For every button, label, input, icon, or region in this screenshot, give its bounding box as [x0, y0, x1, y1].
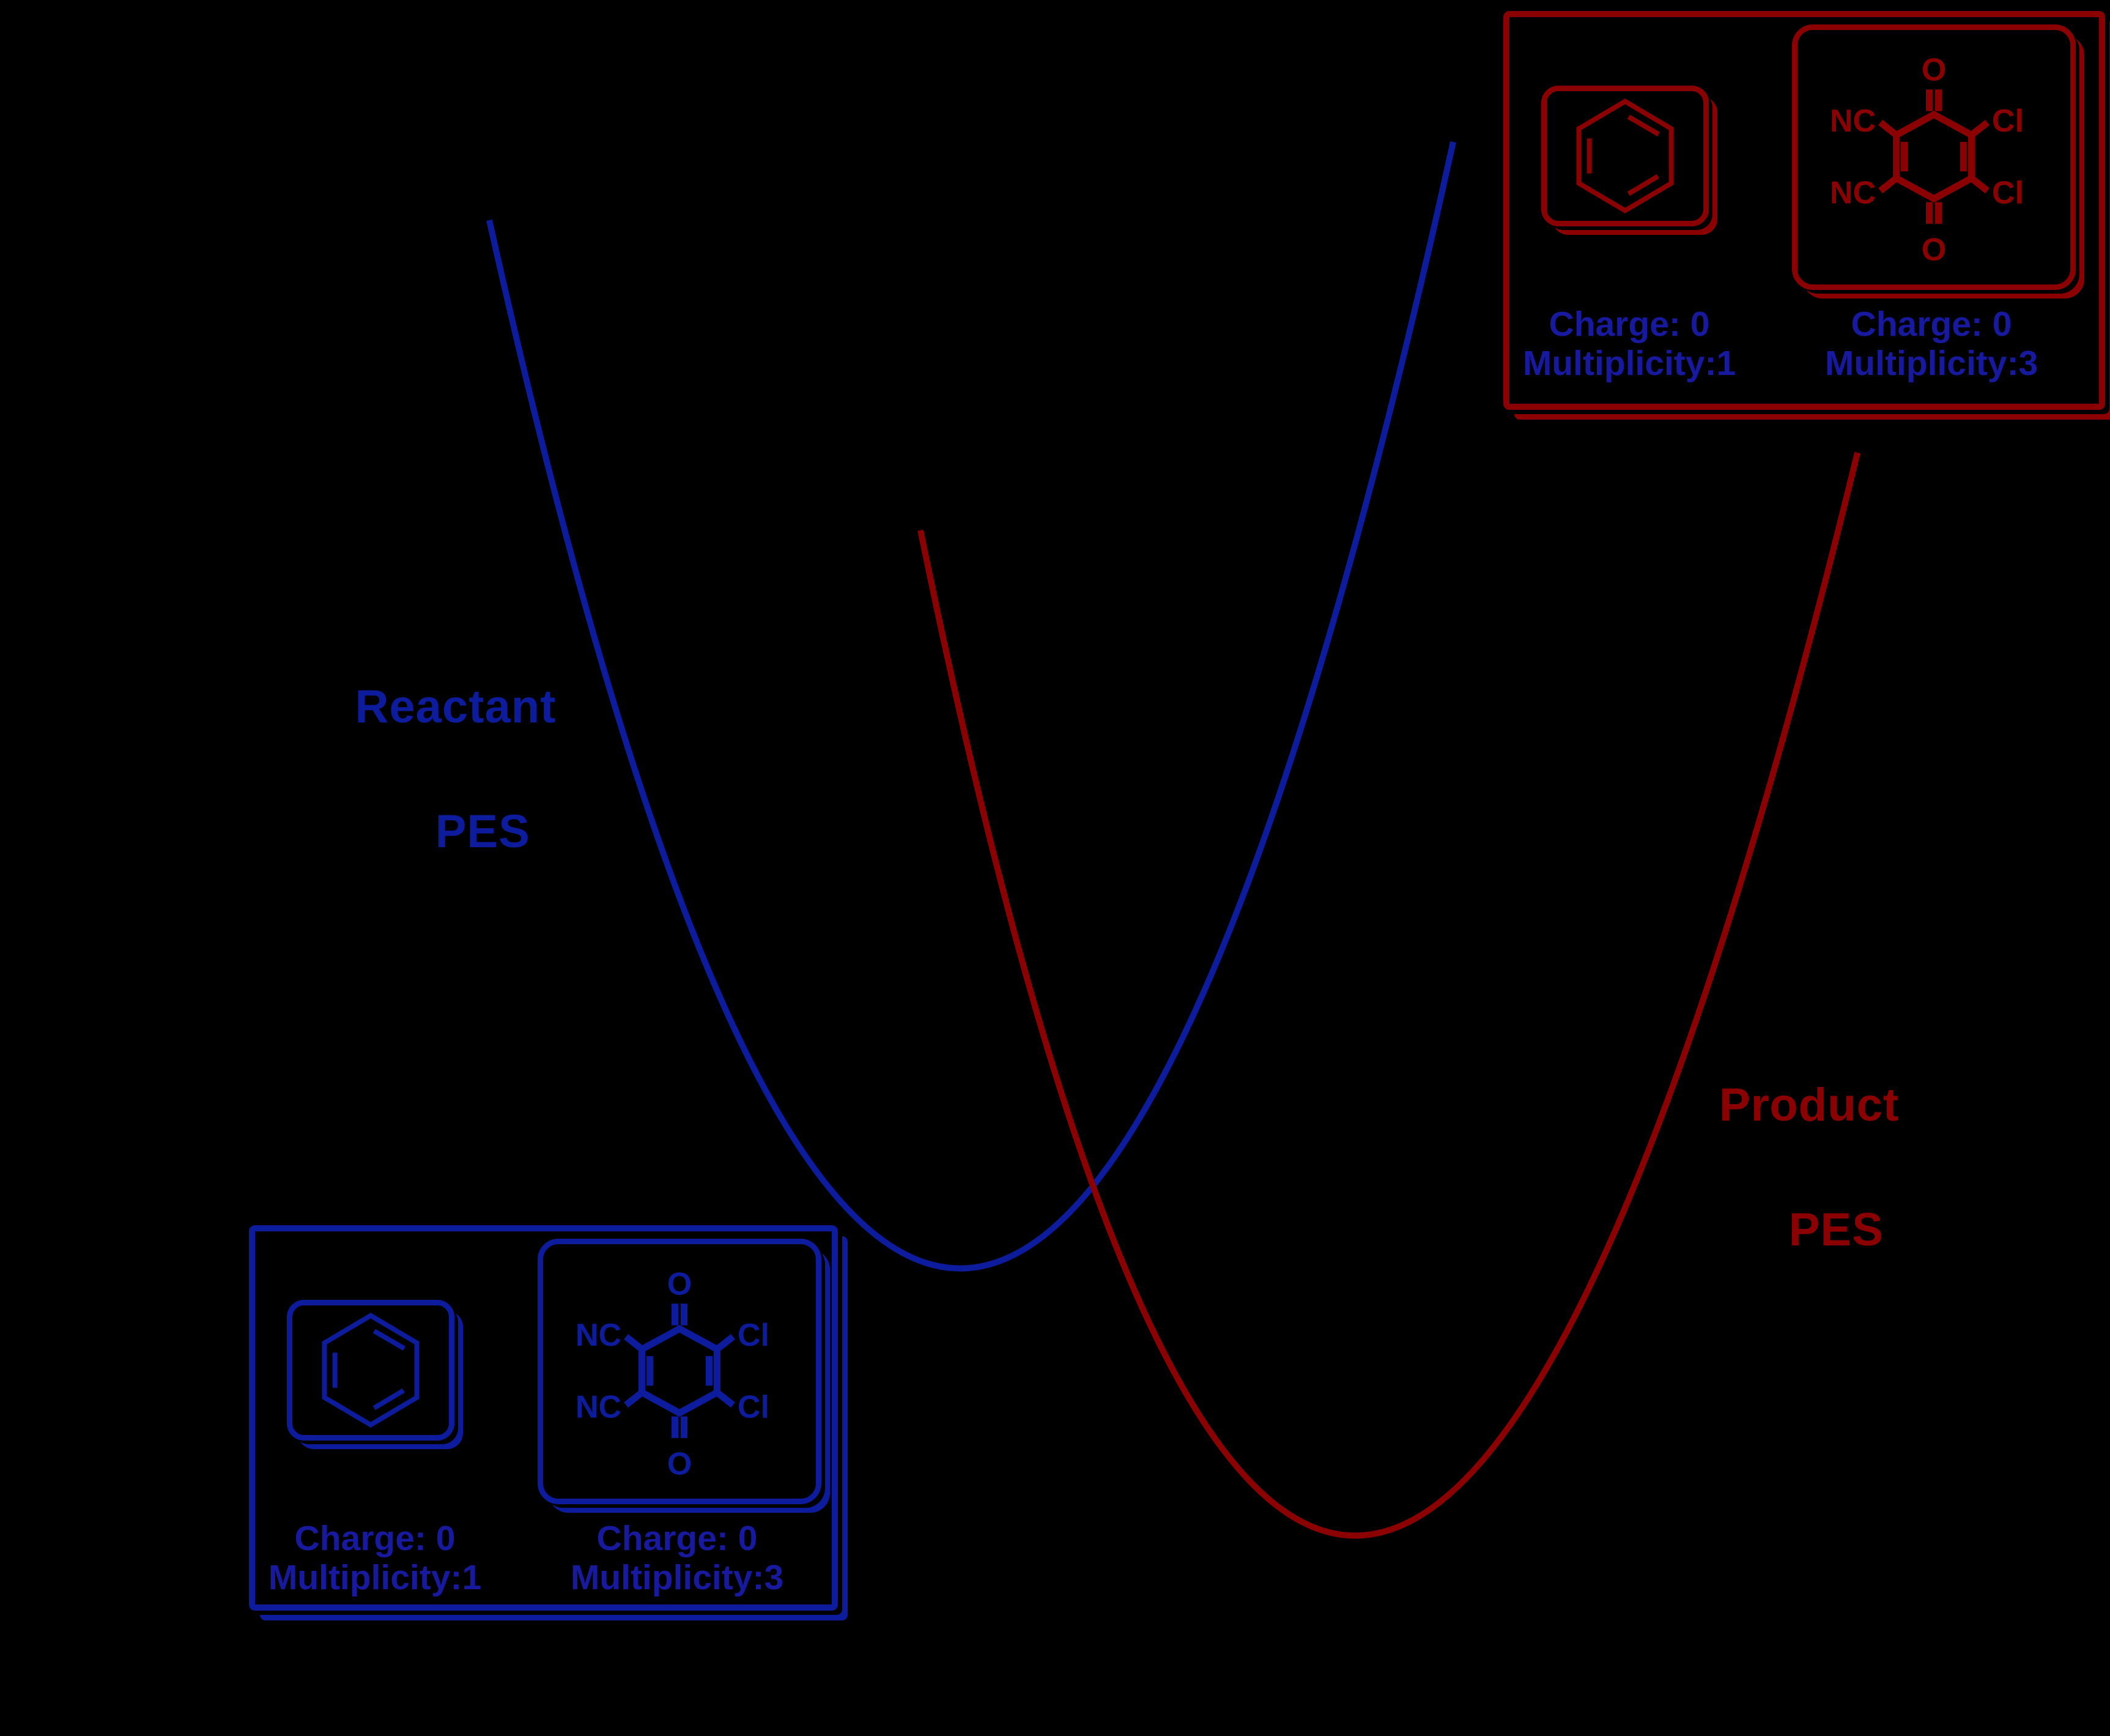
product-pes-label-line1: Product	[1719, 1079, 1900, 1131]
cyano-top-label: NC	[1830, 103, 1876, 139]
reactant-pes-label-line1: Reactant	[355, 681, 557, 733]
multiplicity-label: Multiplicity:1	[1522, 344, 1736, 383]
cyano-bottom-label: NC	[1830, 175, 1876, 210]
benzene-charge-multiplicity: Charge: 0 Multiplicity:1	[268, 1519, 481, 1597]
benzene-card	[1541, 86, 1709, 226]
charge-label: Charge: 0	[1851, 305, 2012, 344]
ddq-structure: O O NC NC Cl Cl	[576, 1266, 769, 1482]
charge-label: Charge: 0	[596, 1519, 758, 1558]
benzene-structure	[322, 1313, 420, 1428]
ddq-structure: O O NC NC Cl Cl	[1830, 52, 2024, 267]
benzene-card	[287, 1300, 454, 1441]
chloro-bottom-label: Cl	[1992, 175, 2024, 210]
oxygen-top-label: O	[1922, 52, 1947, 87]
multiplicity-label: Multiplicity:3	[570, 1558, 784, 1597]
oxygen-bottom-label: O	[1922, 232, 1947, 267]
reactant-state-panel: O O NC NC Cl Cl Charge: 0 Multiplicity:1…	[249, 1225, 838, 1611]
reactant-pes-label-line2: PES	[435, 806, 530, 858]
benzene-charge-multiplicity: Charge: 0 Multiplicity:1	[1523, 305, 1736, 383]
chloro-bottom-label: Cl	[738, 1389, 769, 1425]
multiplicity-label: Multiplicity:3	[1824, 344, 2038, 383]
product-pes-curve	[917, 451, 1860, 1539]
cyano-bottom-label: NC	[576, 1389, 621, 1425]
ddq-card: O O NC NC Cl Cl	[1792, 24, 2076, 290]
oxygen-bottom-label: O	[667, 1446, 692, 1482]
product-pes-label-line2: PES	[1788, 1204, 1884, 1256]
reactant-pes-curve	[486, 141, 1456, 1272]
oxygen-top-label: O	[667, 1266, 692, 1302]
reactant-pes-label: Reactant PES	[355, 676, 557, 925]
ddq-charge-multiplicity: Charge: 0 Multiplicity:3	[1825, 305, 2038, 383]
product-state-panel: O O NC NC Cl Cl Charge: 0 Multiplicity:1…	[1503, 11, 2105, 410]
cyano-top-label: NC	[576, 1318, 621, 1353]
chloro-top-label: Cl	[1992, 103, 2024, 139]
charge-label: Charge: 0	[294, 1519, 456, 1558]
multiplicity-label: Multiplicity:1	[268, 1558, 482, 1597]
ddq-charge-multiplicity: Charge: 0 Multiplicity:3	[571, 1519, 783, 1597]
benzene-structure	[1576, 98, 1674, 213]
chloro-top-label: Cl	[738, 1318, 769, 1353]
charge-label: Charge: 0	[1549, 305, 1710, 344]
product-pes-label: Product PES	[1719, 1074, 1899, 1324]
ddq-card: O O NC NC Cl Cl	[538, 1239, 821, 1504]
